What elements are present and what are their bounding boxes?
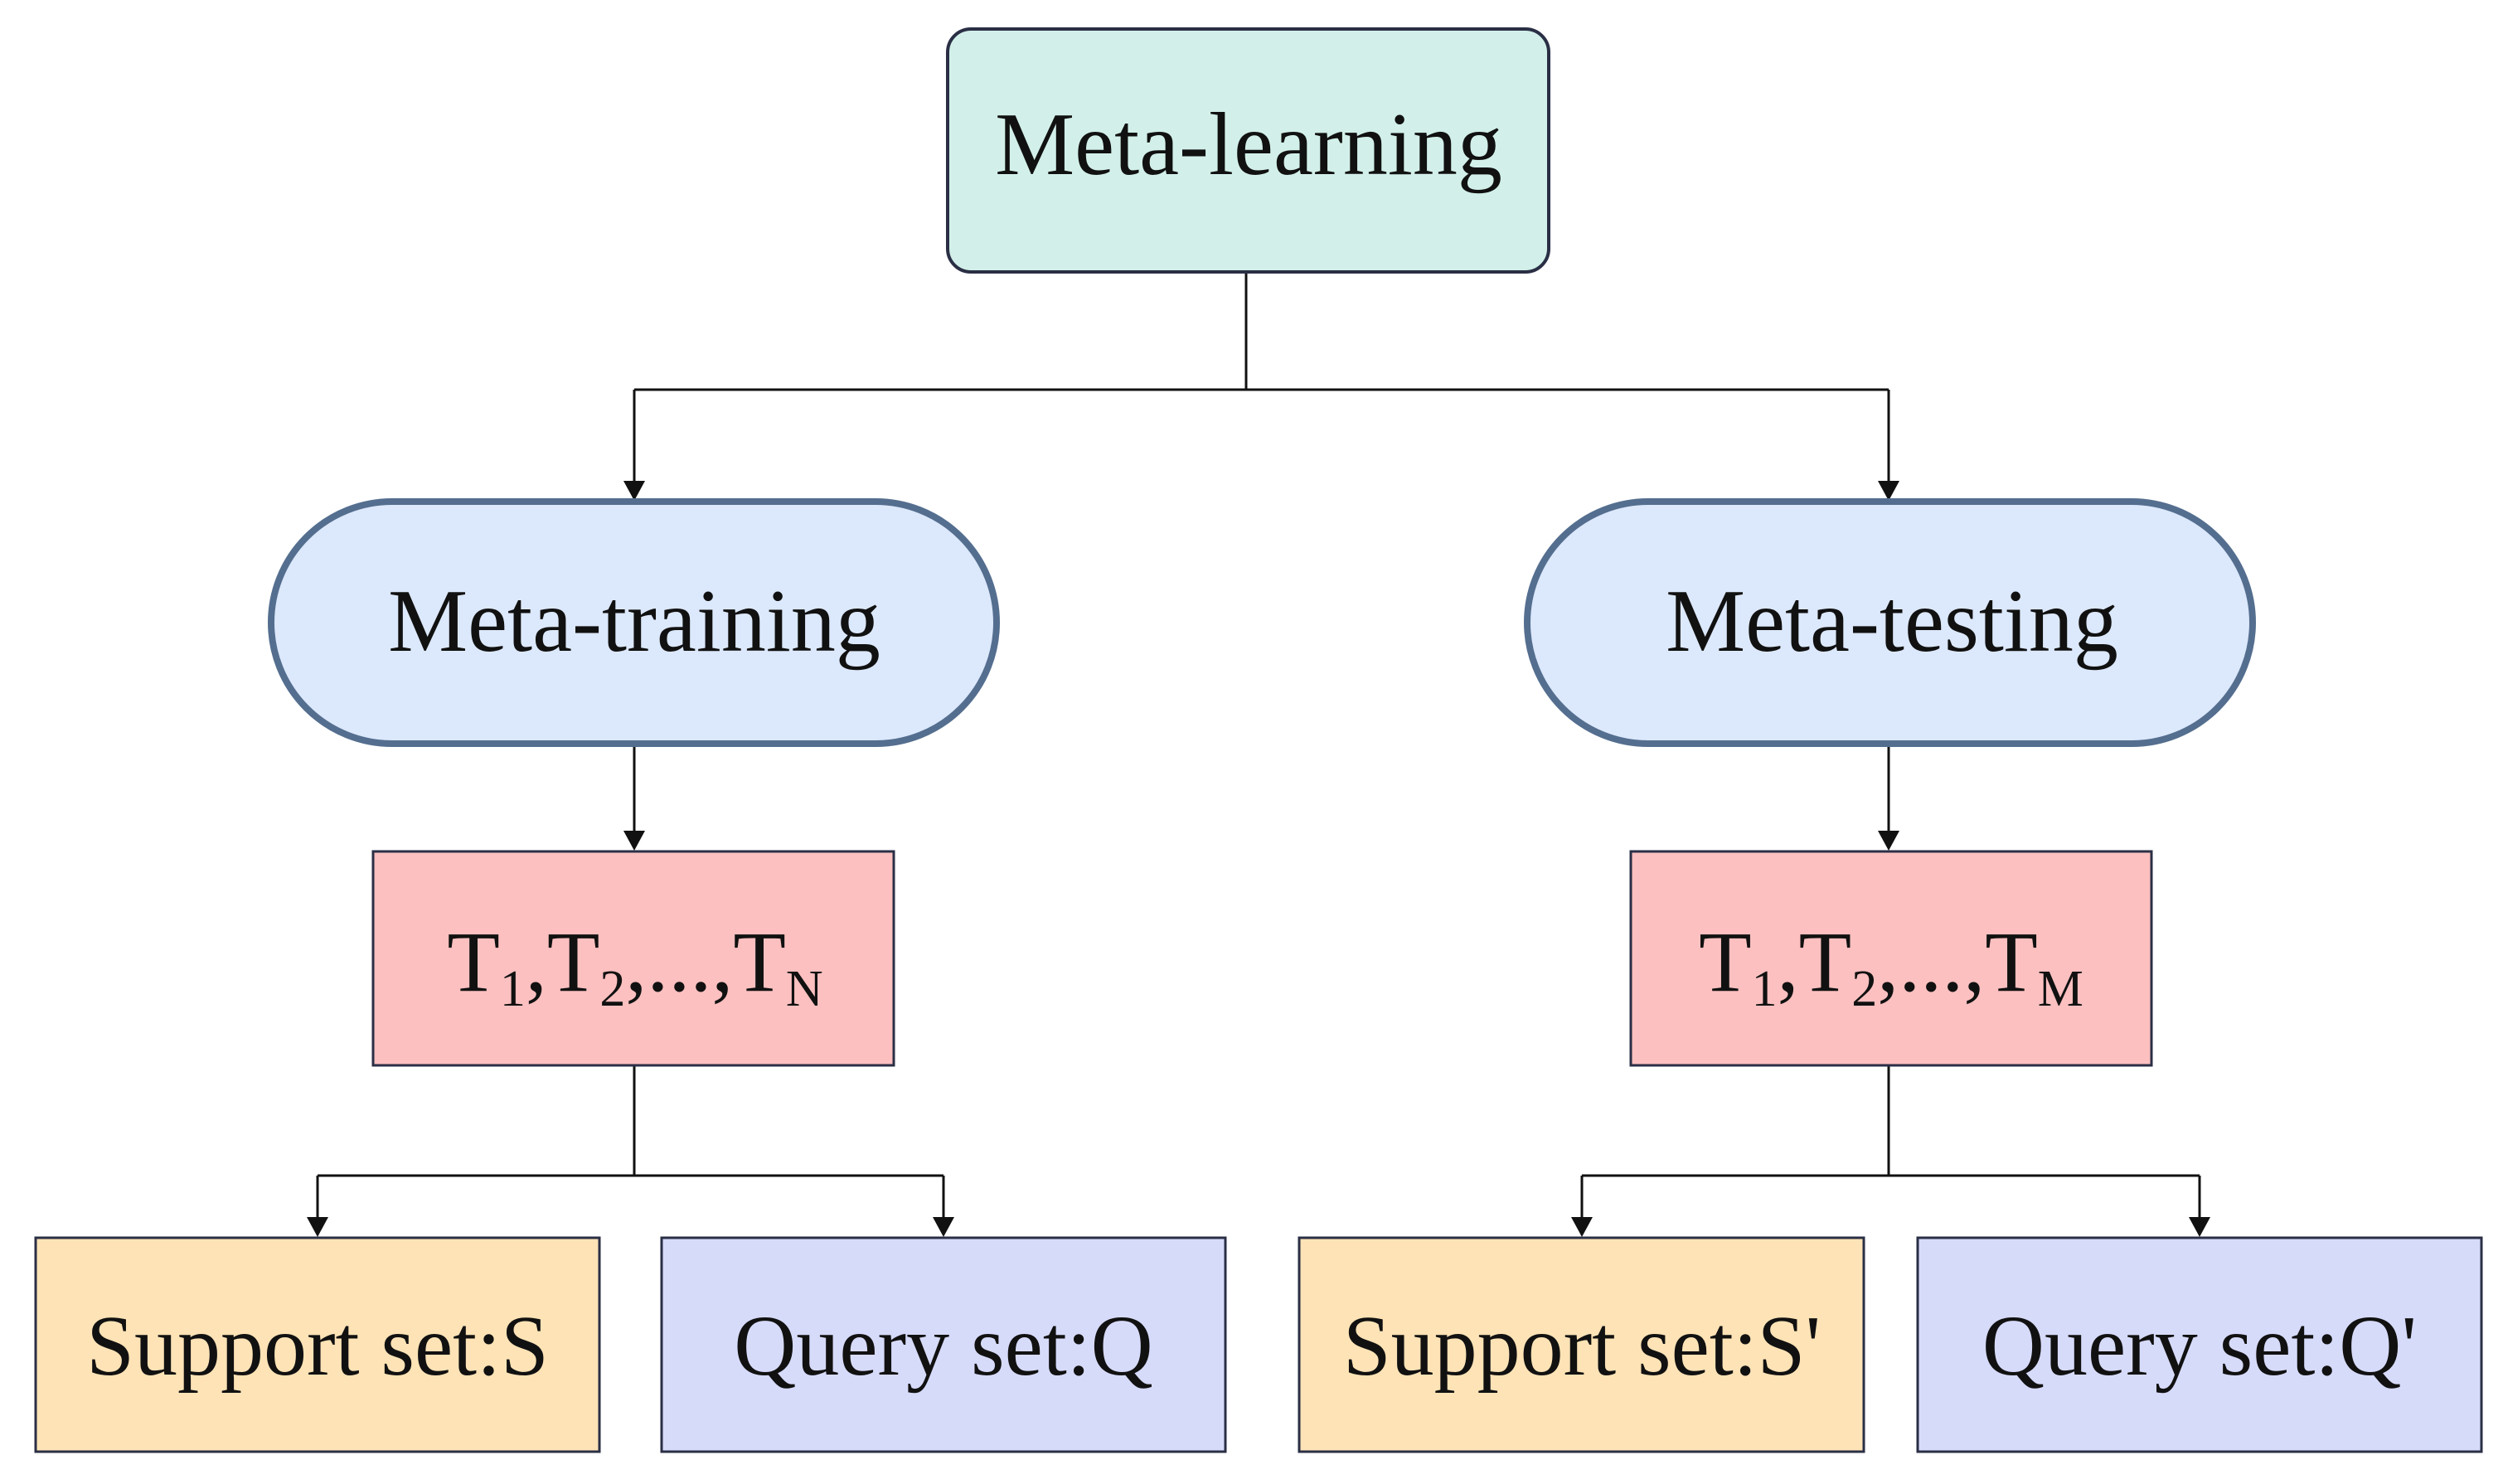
node-testing-tasks: T1,T2,...,TM: [1629, 850, 2153, 1067]
node-meta-learning-box: [946, 27, 1550, 274]
node-query-set-train: Query set:Q: [660, 1236, 1227, 1453]
node-support-set-train-label: Support set:S: [86, 1298, 549, 1394]
node-meta-testing-label: Meta-testing: [1666, 572, 2118, 671]
node-support-set-test: Support set:S': [1298, 1236, 1865, 1453]
arrow-to-testing: [1878, 481, 1899, 501]
node-support-set-train-box: [34, 1236, 601, 1453]
node-meta-training-label: Meta-training: [388, 572, 880, 671]
node-meta-testing: Meta-testing: [1524, 498, 2256, 747]
node-training-tasks-box: [371, 850, 895, 1067]
node-support-set-train: Support set:S: [34, 1236, 601, 1453]
node-meta-learning: Meta-learning: [946, 27, 1550, 274]
edges: [307, 272, 2210, 1237]
node-training-tasks-label: T1,T2,...,TN: [447, 914, 822, 1017]
arrow-training-tasks: [623, 831, 645, 851]
node-training-tasks: T1,T2,...,TN: [371, 850, 895, 1067]
arrow-testing-tasks: [1878, 831, 1899, 851]
arrow-support-train: [307, 1217, 328, 1237]
node-support-set-test-label: Support set:S': [1343, 1298, 1821, 1394]
node-meta-testing-box: [1524, 498, 2256, 747]
node-query-set-test-box: [1916, 1236, 2483, 1453]
node-meta-training-box: [268, 498, 1000, 747]
node-support-set-test-box: [1298, 1236, 1865, 1453]
node-query-set-test-label: Query set:Q': [1982, 1298, 2417, 1394]
arrow-query-train: [933, 1217, 954, 1237]
node-testing-tasks-label: T1,T2,...,TM: [1699, 914, 2083, 1017]
arrow-query-test: [2189, 1217, 2210, 1237]
node-testing-tasks-box: [1629, 850, 2153, 1067]
arrow-support-test: [1571, 1217, 1593, 1237]
node-query-set-train-box: [660, 1236, 1227, 1453]
node-meta-learning-label: Meta-learning: [995, 95, 1502, 194]
node-meta-training: Meta-training: [268, 498, 1000, 747]
node-query-set-train-label: Query set:Q: [734, 1298, 1152, 1394]
node-query-set-test: Query set:Q': [1916, 1236, 2483, 1453]
arrow-to-training: [623, 481, 645, 501]
